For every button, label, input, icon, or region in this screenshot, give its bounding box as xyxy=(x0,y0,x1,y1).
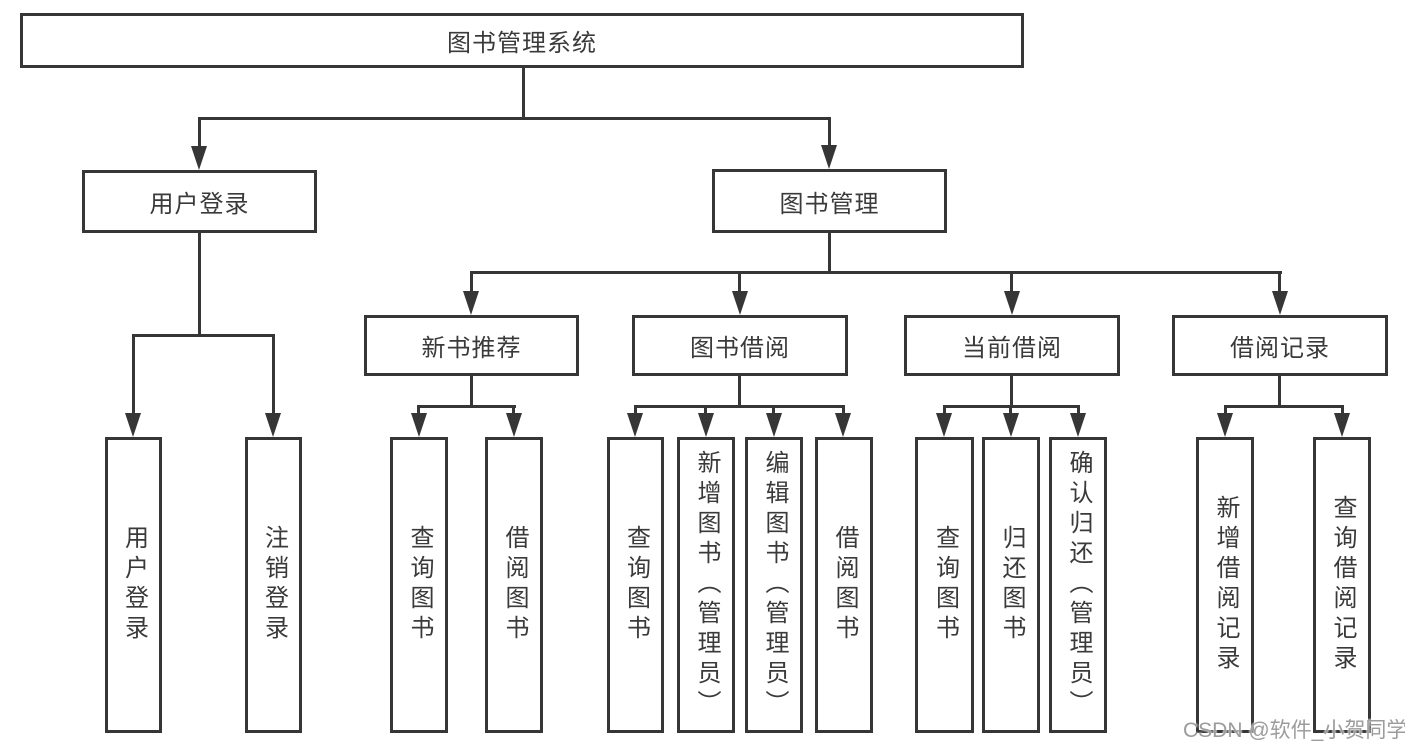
arrowhead-to-leaf-borrow-books-1 xyxy=(506,413,522,437)
arrowhead-to-leaf-confirm-return xyxy=(1070,413,1086,437)
connector-level3-horizontal xyxy=(470,271,1282,274)
connector-stem-borrow-record xyxy=(1278,271,1281,296)
connector-book-borrow-child1-stem xyxy=(634,405,637,419)
connector-borrow-record-split xyxy=(1224,405,1344,408)
connector-current-borrow-child3-stem xyxy=(1077,405,1080,419)
leaf-return-books-label: 归还图书 xyxy=(998,525,1025,645)
leaf-query-books-borrowing: 查询图书 xyxy=(607,437,664,733)
connector-book-borrow-child2-stem xyxy=(704,405,707,419)
node-book-borrowing: 图书借阅 xyxy=(632,315,848,376)
arrowhead-to-leaf-user-login xyxy=(125,413,141,437)
connector-new-book-child2-stem xyxy=(512,405,515,419)
connector-book-borrow-split xyxy=(634,405,845,408)
leaf-add-borrow-record-label: 新增借阅记录 xyxy=(1212,495,1239,675)
connector-book-borrow-child4-stem xyxy=(842,405,845,419)
arrowhead-to-leaf-edit-books xyxy=(766,413,782,437)
leaf-query-borrow-record-label: 查询借阅记录 xyxy=(1329,495,1356,675)
arrowhead-to-book-mgmt xyxy=(821,145,837,169)
node-user-login-label: 用户登录 xyxy=(149,191,250,218)
node-borrowing-records: 借阅记录 xyxy=(1172,315,1388,376)
connector-book-borrow-child3-stem xyxy=(772,405,775,419)
leaf-query-books-current-label: 查询图书 xyxy=(931,525,959,645)
arrowhead-to-leaf-add-books xyxy=(698,413,714,437)
node-user-login: 用户登录 xyxy=(82,170,317,233)
leaf-borrow-books-recommend-label: 借阅图书 xyxy=(501,525,528,645)
leaf-logout-label: 注销登录 xyxy=(260,525,288,645)
leaf-query-books-recommend: 查询图书 xyxy=(390,437,448,733)
arrowhead-to-leaf-query-books-3 xyxy=(936,413,952,437)
node-current-borrowing: 当前借阅 xyxy=(904,315,1120,376)
arrowhead-to-borrow-record xyxy=(1272,291,1288,315)
connector-borrow-record-child2-stem xyxy=(1341,405,1344,419)
node-book-management-label: 图书管理 xyxy=(779,190,880,218)
connector-stem-user-login xyxy=(198,117,201,149)
leaf-confirm-return-admin-label: 确认归还（管理员） xyxy=(1065,450,1092,720)
leaf-user-login-label: 用户登录 xyxy=(120,525,148,645)
leaf-borrow-books-recommend: 借阅图书 xyxy=(485,437,543,733)
connector-stem-new-book xyxy=(470,271,473,296)
node-book-management: 图书管理 xyxy=(712,169,947,233)
leaf-edit-books-admin-label: 编辑图书（管理员） xyxy=(761,450,788,720)
connector-new-book-split xyxy=(417,405,516,408)
connector-root-stem xyxy=(522,68,525,120)
connector-user-child2-stem xyxy=(272,334,275,416)
arrowhead-to-user-login xyxy=(191,146,207,170)
leaf-add-books-admin-label: 新增图书（管理员） xyxy=(693,450,720,720)
leaf-logout: 注销登录 xyxy=(245,437,302,733)
arrowhead-to-book-borrow xyxy=(732,291,748,315)
leaf-user-login: 用户登录 xyxy=(105,437,162,733)
leaf-return-books: 归还图书 xyxy=(982,437,1040,733)
node-current-borrowing-label: 当前借阅 xyxy=(962,335,1062,362)
arrowhead-to-leaf-query-books-1 xyxy=(411,413,427,437)
connector-book-borrow-stem xyxy=(738,375,741,408)
leaf-query-books-borrowing-label: 查询图书 xyxy=(622,525,650,645)
leaf-add-books-admin: 新增图书（管理员） xyxy=(677,437,735,733)
connector-stem-current-borrow xyxy=(1010,271,1013,296)
arrowhead-to-leaf-logout xyxy=(265,413,281,437)
connector-new-book-stem xyxy=(470,375,473,408)
connector-current-borrow-child2-stem xyxy=(1009,405,1012,419)
connector-borrow-record-child1-stem xyxy=(1224,405,1227,419)
leaf-query-books-current: 查询图书 xyxy=(915,437,974,733)
arrowhead-to-leaf-add-record xyxy=(1217,413,1233,437)
node-new-book-recommend: 新书推荐 xyxy=(364,315,579,376)
node-root-system: 图书管理系统 xyxy=(20,13,1024,68)
connector-stem-book-mgmt xyxy=(828,117,831,149)
connector-user-child1-stem xyxy=(132,334,135,416)
leaf-edit-books-admin: 编辑图书（管理员） xyxy=(745,437,803,733)
connector-current-borrow-stem xyxy=(1010,376,1013,408)
connector-current-borrow-child1-stem xyxy=(943,405,946,419)
csdn-watermark: CSDN @软件_小贺同学 xyxy=(1183,719,1405,742)
node-new-book-recommend-label: 新书推荐 xyxy=(421,335,522,362)
leaf-query-books-recommend-label: 查询图书 xyxy=(406,525,433,645)
node-borrowing-records-label: 借阅记录 xyxy=(1230,335,1330,362)
node-book-borrowing-label: 图书借阅 xyxy=(690,335,790,362)
arrowhead-to-new-book xyxy=(463,291,479,315)
arrowhead-to-leaf-return-books xyxy=(1003,413,1019,437)
connector-user-login-stem xyxy=(198,233,201,337)
arrowhead-to-leaf-borrow-books-2 xyxy=(835,413,851,437)
leaf-add-borrow-record: 新增借阅记录 xyxy=(1196,437,1254,733)
arrowhead-to-leaf-query-record xyxy=(1334,413,1350,437)
leaf-confirm-return-admin: 确认归还（管理员） xyxy=(1049,437,1107,733)
connector-level1-horizontal xyxy=(198,117,831,120)
arrowhead-to-current-borrow xyxy=(1004,291,1020,315)
leaf-query-borrow-record: 查询借阅记录 xyxy=(1313,437,1371,733)
connector-stem-book-borrow xyxy=(738,271,741,296)
arrowhead-to-leaf-query-books-2 xyxy=(627,413,643,437)
leaf-borrow-books-borrowing: 借阅图书 xyxy=(815,437,873,733)
connector-user-split xyxy=(132,334,275,337)
connector-borrow-record-stem xyxy=(1278,376,1281,408)
connector-new-book-child1-stem xyxy=(417,405,420,419)
leaf-borrow-books-borrowing-label: 借阅图书 xyxy=(831,525,858,645)
connector-book-mgmt-stem xyxy=(828,232,831,274)
node-root-label: 图书管理系统 xyxy=(447,30,597,57)
